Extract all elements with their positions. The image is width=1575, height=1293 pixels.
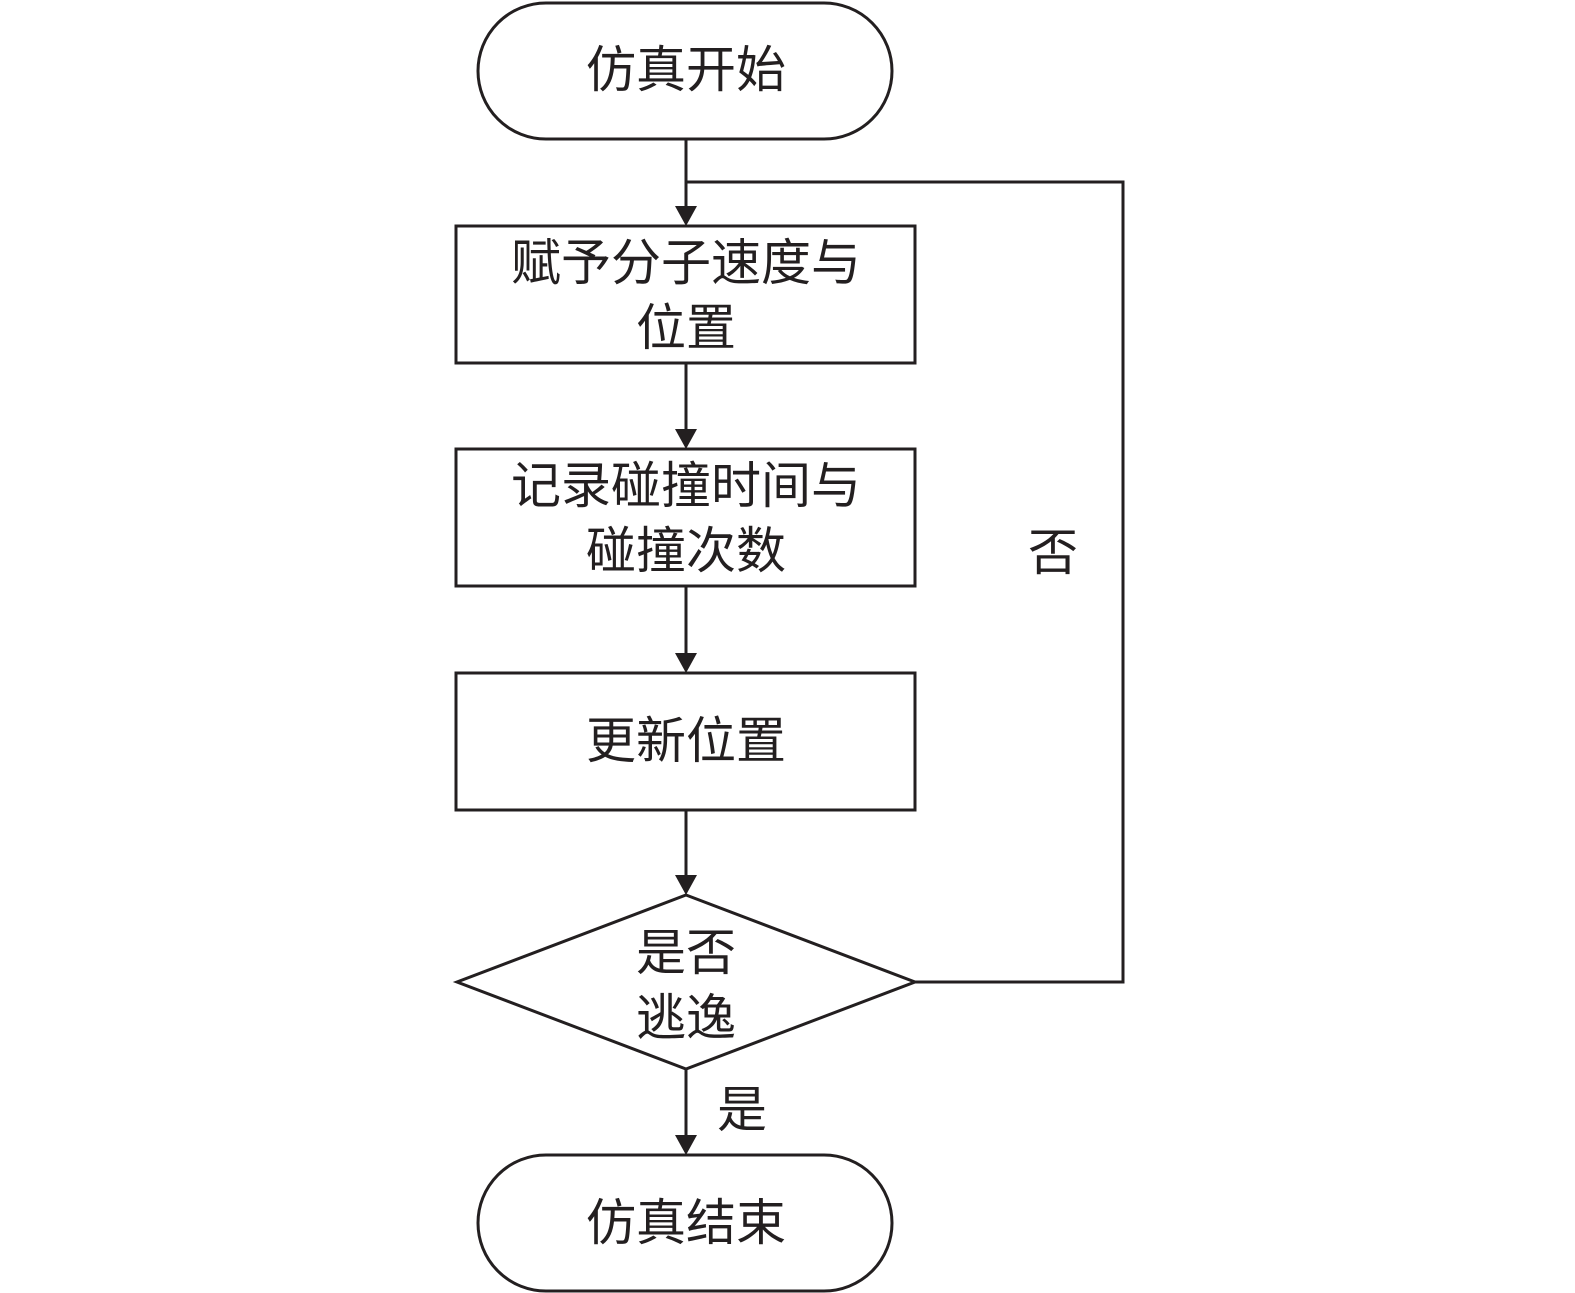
assign-velocity-position-label-line2: 位置 (636, 299, 736, 357)
arrowhead-end (675, 1135, 697, 1155)
record-collision-label-line2: 碰撞次数 (586, 522, 786, 580)
update-position-shape (454, 671, 917, 812)
update-position-label: 更新位置 (586, 712, 786, 770)
record-collision-node: 记录碰撞时间与 碰撞次数 (454, 447, 917, 588)
end-node-label: 仿真结束 (586, 1194, 786, 1252)
connectors (675, 139, 1125, 1155)
start-node-label: 仿真开始 (586, 41, 786, 99)
escape-decision-label-line2: 逃逸 (636, 989, 736, 1047)
end-node-shape (476, 1153, 894, 1293)
end-node: 仿真结束 (476, 1153, 894, 1293)
arrowhead-assign (675, 206, 697, 226)
assign-velocity-position-label-line1: 赋予分子速度与 (511, 234, 861, 292)
assign-velocity-position-shape (454, 224, 917, 365)
record-collision-shape (454, 447, 917, 588)
update-position-node: 更新位置 (454, 671, 917, 812)
yes-branch-label: 是 (717, 1081, 767, 1139)
loop-back-no-path (686, 180, 1125, 984)
escape-decision-label-line1: 是否 (636, 924, 736, 982)
record-collision-label-line1: 记录碰撞时间与 (511, 457, 861, 515)
start-node: 仿真开始 (476, 1, 894, 141)
assign-velocity-position-node: 赋予分子速度与 位置 (454, 224, 917, 365)
no-branch-label: 否 (1028, 524, 1078, 582)
escape-decision-node: 是否 逃逸 (452, 893, 920, 1071)
arrowhead-record (675, 429, 697, 449)
arrowhead-decision (675, 875, 697, 895)
arrowhead-update (675, 653, 697, 673)
